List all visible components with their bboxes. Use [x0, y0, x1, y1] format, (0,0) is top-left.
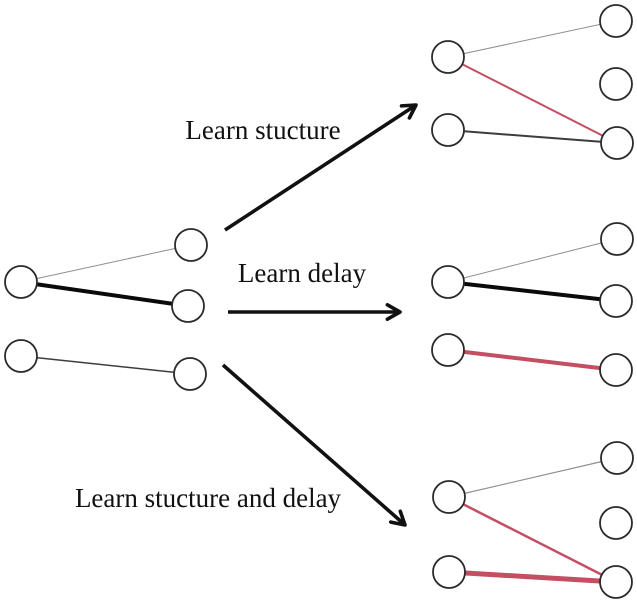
- arrows-layer: [221, 103, 418, 527]
- input-graph-edge-0-2: [20, 280, 189, 308]
- structure-and-delay-learned-graph-node-3: [432, 555, 466, 589]
- structure-learned-graph-node-2: [599, 67, 633, 101]
- input-graph-node-2: [171, 289, 205, 323]
- label-learn-delay: Learn delay: [238, 258, 367, 288]
- structure-learned-graph-edge-0-4: [447, 56, 618, 144]
- label-learn-structure-and-delay: Learn stucture and delay: [75, 483, 342, 513]
- structure-learned-graph-edge-0-1: [447, 20, 617, 58]
- delay-learned-graph-edge-0-2: [447, 280, 617, 303]
- delay-learned-graph-node-0: [431, 265, 465, 299]
- structure-learned-graph-node-0: [431, 40, 465, 74]
- delay-learned-graph-node-2: [599, 284, 633, 318]
- input-graph: [4, 228, 208, 391]
- structure-and-delay-learned-graph-node-0: [432, 480, 466, 514]
- structure-learned-graph-node-3: [431, 113, 465, 147]
- delay-learned-graph-node-3: [431, 333, 465, 367]
- graphs-layer: [4, 4, 634, 599]
- structure-and-delay-learned-graph-edge-0-1: [448, 457, 618, 498]
- input-graph-node-1: [174, 228, 208, 262]
- input-graph-edge-0-1: [20, 244, 192, 283]
- delay-learned-graph-node-4: [599, 353, 633, 387]
- delay-learned-graph-node-1: [600, 222, 634, 256]
- input-graph-edge-3-4: [20, 355, 191, 375]
- structure-and-delay-learned-graph-node-2: [599, 506, 633, 540]
- structure-learned-graph-node-4: [600, 126, 634, 160]
- arrow-learn-structure-and-delay: [221, 363, 407, 527]
- delay-learned-graph-edge-3-4: [447, 348, 617, 372]
- input-graph-node-0: [4, 265, 38, 299]
- structure-and-delay-learned-graph-node-1: [600, 441, 634, 475]
- labels-layer: Learn stucture Learn delay Learn stuctur…: [75, 115, 367, 513]
- arrow-learn-structure: [224, 103, 418, 232]
- structure-learned-graph-edge-3-4: [447, 129, 618, 144]
- delay-learned-graph: [431, 222, 634, 387]
- structure-and-delay-learned-graph-edge-3-4: [448, 569, 617, 585]
- input-graph-node-3: [4, 339, 38, 373]
- structure-and-delay-learned-graph: [432, 441, 634, 599]
- structure-and-delay-learned-graph-edge-0-4: [448, 495, 617, 584]
- structure-learned-graph: [431, 4, 634, 160]
- input-graph-node-4: [173, 357, 207, 391]
- delay-learned-graph-edge-0-1: [447, 238, 618, 283]
- label-learn-structure: Learn stucture: [185, 115, 340, 145]
- structure-learned-graph-node-1: [599, 4, 633, 38]
- structure-and-delay-learned-graph-node-4: [599, 565, 633, 599]
